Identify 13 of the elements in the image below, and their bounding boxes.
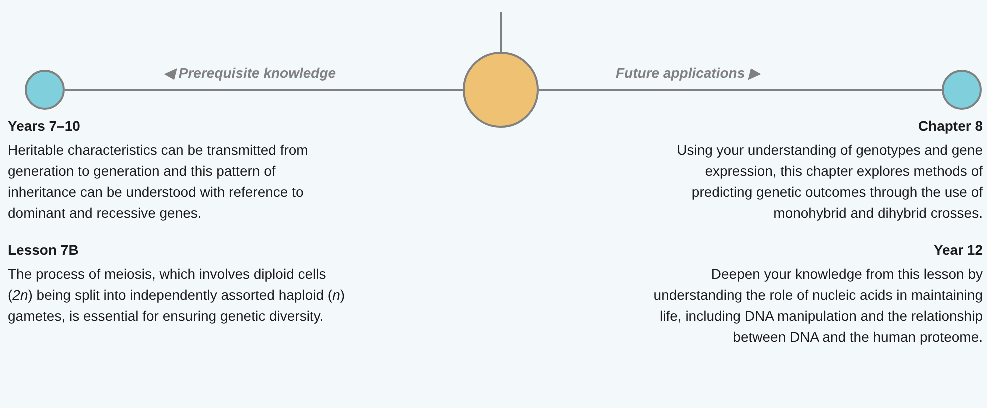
connector-line <box>65 89 463 91</box>
direction-label: Future applications ▶ <box>615 64 762 83</box>
description-text: Heritable characteristics can be transmitted from generation to generation and this pattern of inheritance can be understood with reference to dominant and recessive genes. <box>8 141 310 223</box>
section-heading: Years 7–10 <box>8 117 82 136</box>
description-text: Using your understanding of genotypes and gene expression, this chapter explores methods of predicting genetic outcomes through the use of monohybrid and dihybrid crosses. <box>676 141 983 223</box>
direction-label: ◀ Prerequisite knowledge <box>163 64 338 83</box>
connector-line <box>500 12 502 52</box>
section-heading: Lesson 7B <box>8 241 80 260</box>
section-heading: Chapter 8 <box>917 117 983 136</box>
description-text: Deepen your knowledge from this lesson by understanding the role of nucleic acids in maintaining life, including DNA manipulation and the relationship between DNA and the human proteome. <box>652 265 983 347</box>
connector-line <box>539 89 942 91</box>
section-heading: Year 12 <box>932 241 983 260</box>
description-text: The process of meiosis, which involves diploid cells (2n) being split into independently assorted haploid (n) gametes, is essential for ensuring genetic diversity. <box>8 265 346 326</box>
